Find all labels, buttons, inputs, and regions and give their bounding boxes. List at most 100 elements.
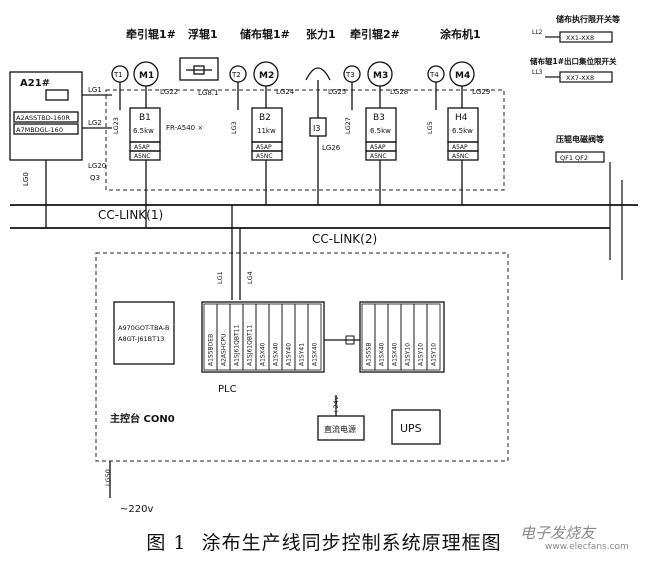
- ext-slot-6: [426, 303, 441, 371]
- station-1-tag: LG23: [112, 117, 120, 134]
- plc-ext-connector: [345, 335, 355, 345]
- bus2-label: CC-LINK(2): [312, 232, 377, 246]
- station-6-sensor: T4: [429, 71, 439, 79]
- legend-title-2: 储布辊1#出口集位限开关: [530, 56, 617, 66]
- ups-label: UPS: [400, 422, 422, 435]
- station-6-drive-b: A5NC: [452, 153, 469, 160]
- station-3-tag: LG3: [230, 121, 238, 134]
- station-3-motor: M2: [259, 71, 274, 81]
- station-1-box: B1: [139, 113, 151, 123]
- station-3-drawing: [229, 61, 283, 205]
- plc-slot-label-6: A1SX40: [273, 342, 280, 366]
- float-roller-drawing: [179, 57, 219, 81]
- station-label-3: 储布辊1#: [240, 27, 290, 41]
- station-5-drive-a: A5AP: [370, 144, 386, 151]
- station-3-drive-a: A5AP: [256, 144, 272, 151]
- station-label-5: 牵引辊2#: [350, 27, 400, 41]
- legend-item-2: XX7-XX8: [566, 74, 594, 82]
- station-6-motor: M4: [455, 71, 470, 81]
- figure-title: 涂布生产线同步控制系统原理框图: [201, 532, 502, 554]
- station-1-drive-b: A5NC: [134, 153, 151, 160]
- float-roller-lg: LG8.1: [198, 89, 218, 97]
- watermark-url: www.elecfans.com: [545, 542, 629, 552]
- station-5-power: 6.5kw: [370, 127, 391, 135]
- figure-number: 图 1: [146, 532, 187, 554]
- station-5-tag: LG27: [344, 117, 352, 134]
- legend-item-1: XX1-XX8: [566, 34, 594, 42]
- station-6-tag: LG5: [426, 121, 434, 134]
- left-q3: Q3: [90, 174, 100, 182]
- station-5-sensor: T3: [345, 71, 355, 79]
- figure-caption: 图 1 涂布生产线同步控制系统原理框图: [0, 528, 648, 555]
- plc-slot-label-4: A1SJ61QBT11: [247, 325, 254, 366]
- legend-title-1: 储布执行限开关等: [555, 14, 620, 24]
- watermark-logo: 电子发烧友: [520, 524, 596, 542]
- plc-slot-label-7: A1SY40: [286, 343, 293, 366]
- console-enclosure: [95, 252, 509, 462]
- station-3-power: 11kw: [257, 127, 276, 135]
- station-1-lg: LG22: [160, 88, 178, 96]
- plc-slot-9: [307, 303, 322, 371]
- station-5-drawing: [343, 61, 397, 205]
- left-controller-line2: A7MBDGL-160: [16, 126, 63, 134]
- ext-slot-label-1: A1S5SB: [366, 343, 373, 366]
- station-label-1: 牵引辊1#: [126, 27, 176, 41]
- station-1-drawing: [111, 61, 161, 228]
- left-controller: [9, 71, 112, 228]
- plc-slot-label-9: A1SX40: [312, 342, 319, 366]
- dc-supply-label: 直流电源: [324, 424, 356, 434]
- ext-slot-label-4: A1SY10: [405, 343, 412, 366]
- left-lg1: LG1: [88, 86, 102, 94]
- station-6-drawing: [427, 61, 479, 205]
- legend-l1: LL2: [532, 29, 543, 36]
- plc-slot-label-3: A1SJ61QBT11: [234, 325, 241, 366]
- field-enclosure: [105, 89, 505, 191]
- station-3-lg: LG24: [276, 88, 295, 96]
- power-lg: LG50: [104, 469, 112, 486]
- station-1-motor: M1: [139, 71, 154, 81]
- station-6-power: 6.5kw: [452, 127, 473, 135]
- plc-slot-label-5: A1SX40: [260, 342, 267, 366]
- right-legend-drawing: [545, 31, 623, 280]
- station-3-sensor: T2: [231, 71, 241, 79]
- station-5-lg: LG28: [390, 88, 408, 96]
- tension-drawing: [305, 67, 331, 205]
- panel-line1: A970GOT-TBA-B: [118, 324, 169, 332]
- left-lg0: LG0: [22, 172, 30, 186]
- plc-slot-label-1: A1S5BDEB: [208, 334, 215, 366]
- bus1-label: CC-LINK(1): [98, 208, 163, 222]
- legend-l2: LL3: [532, 69, 543, 76]
- tension-lg: LG25: [328, 88, 346, 96]
- station-1-drive-a: A5AP: [134, 144, 150, 151]
- station-6-drive-a: A5AP: [452, 144, 468, 151]
- ext-slot-label-6: A1SY10: [431, 343, 438, 366]
- ext-slot-label-5: A1SY10: [418, 343, 425, 366]
- left-lg2: LG2: [88, 119, 102, 127]
- station-5-box: B3: [373, 113, 385, 123]
- legend-title-3: 压辊电磁阀等: [556, 134, 604, 144]
- plc-lg-b: LG4: [246, 271, 254, 284]
- left-controller-title: A21#: [20, 78, 50, 89]
- station-6-lg: LG29: [472, 88, 490, 96]
- plc-slot-label-8: A1SY41: [299, 343, 306, 366]
- v24-label: +24v: [332, 396, 340, 414]
- ext-slots: A1S5SB A1SX40 A1SX40 A1SY10 A1SY10 A1SY10: [361, 303, 441, 371]
- ext-slot-label-2: A1SX40: [379, 342, 386, 366]
- ext-rack: A1S5SB A1SX40 A1SX40 A1SY10 A1SY10 A1SY10: [359, 301, 445, 373]
- bus-lines: [10, 204, 638, 229]
- tension-box: I3: [313, 124, 320, 133]
- station-label-2: 浮辊1: [188, 27, 218, 41]
- station-label-4: 张力1: [306, 27, 336, 41]
- operator-panel: [113, 301, 175, 365]
- plc-drops: [231, 205, 241, 300]
- station-label-6: 涂布机1: [440, 27, 481, 41]
- schematic-svg: A21# A2ASSTBD-160R A7MBDGL-160 LG1 LG2 L…: [9, 14, 638, 515]
- station-1-power: 6.5kw: [133, 127, 154, 135]
- station-6-box: H4: [455, 113, 468, 123]
- tension-tag: LG26: [322, 144, 341, 152]
- left-lg20: LG20: [88, 162, 106, 170]
- ext-slot-label-3: A1SX40: [392, 342, 399, 366]
